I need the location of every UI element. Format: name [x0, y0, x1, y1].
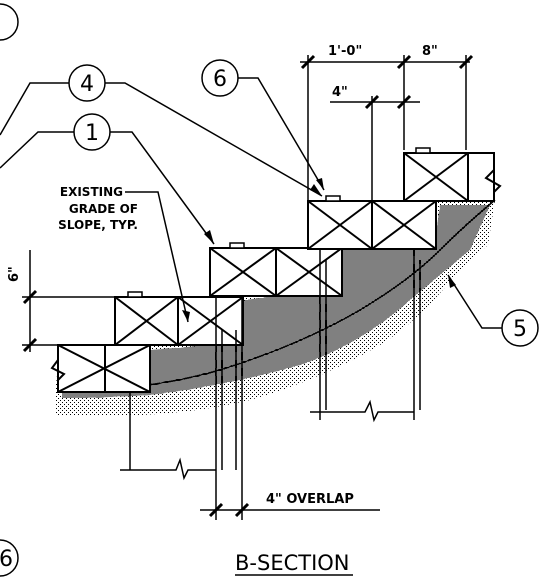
dimension-top: [300, 54, 474, 200]
dim-riser-label: 6": [7, 266, 22, 282]
note-line-1: EXISTING: [60, 185, 123, 199]
ground-breaks: [120, 399, 414, 481]
svg-text:4: 4: [80, 72, 94, 97]
dim-overlap-label: 4" OVERLAP: [266, 492, 354, 507]
note-line-3: SLOPE, TYP.: [58, 218, 138, 232]
dim-nosing-label: 8": [422, 44, 438, 59]
svg-text:1: 1: [85, 121, 99, 146]
callout-5: 5: [447, 274, 539, 347]
spike-heads: [127, 147, 431, 298]
dim-tread-label: 1'-0": [328, 44, 362, 59]
callout-4: 4: [0, 64, 323, 197]
svg-text:5: 5: [513, 317, 527, 342]
callout-1: 1: [0, 113, 215, 245]
svg-text:6: 6: [0, 547, 13, 572]
existing-grade-line: [59, 199, 496, 393]
note-leader: [125, 191, 189, 323]
callout-6-bottom: 6: [0, 539, 19, 577]
stakes: [129, 249, 421, 520]
note-line-2: GRADE OF: [69, 202, 138, 216]
break-marks: [50, 153, 502, 392]
soil-weave: [62, 205, 490, 398]
dimension-overlap: [200, 502, 380, 518]
callout-top-left: [0, 3, 19, 41]
svg-text:6: 6: [213, 67, 227, 92]
dim-step-offset-label: 4": [332, 85, 348, 100]
section-title: B-SECTION: [235, 551, 350, 575]
callout-6-top: 6: [201, 59, 325, 191]
dimension-riser: [22, 250, 115, 353]
timber-step-5: [403, 152, 495, 202]
